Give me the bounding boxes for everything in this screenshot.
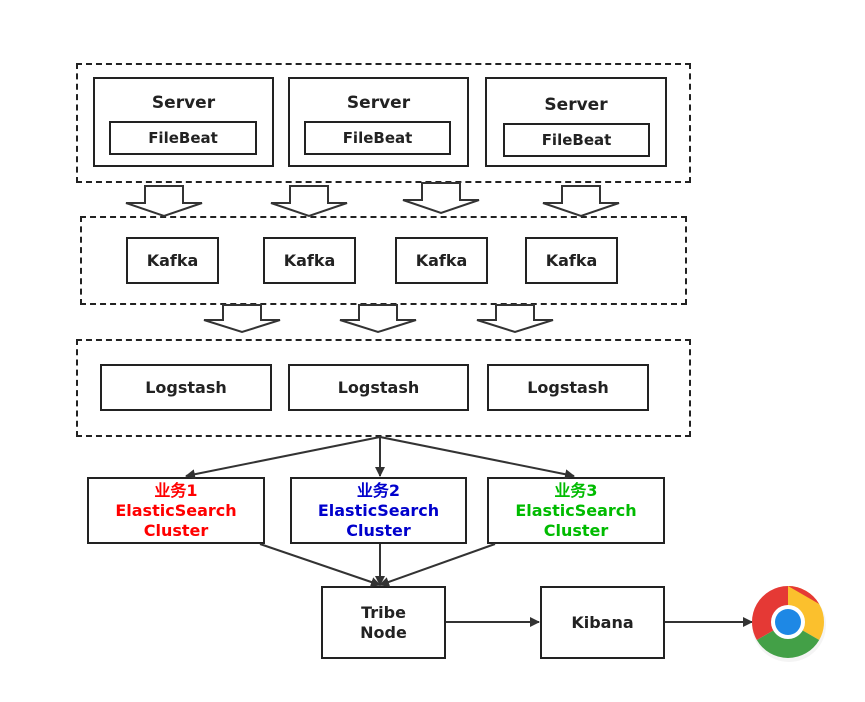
fanin-arrows — [259, 543, 496, 587]
kafka-node-1: Kafka — [126, 237, 219, 284]
kafka-node-3: Kafka — [395, 237, 488, 284]
es-cluster-2: 业务2 ElasticSearch Cluster — [290, 477, 467, 544]
block-arrow-down — [476, 304, 554, 334]
cluster-biz-label: 业务3 — [554, 480, 598, 500]
chrome-browser-icon — [751, 586, 826, 662]
server-node-3: Server FileBeat — [485, 77, 667, 167]
server-node-2: Server FileBeat — [288, 77, 469, 167]
fanout-arrows — [185, 436, 575, 480]
block-arrows-row-2 — [203, 304, 554, 334]
tribe-line-1: Tribe — [361, 602, 406, 622]
cluster-name: ElasticSearch — [115, 500, 237, 520]
es-cluster-1: 业务1 ElasticSearch Cluster — [87, 477, 265, 544]
es-cluster-3: 业务3 ElasticSearch Cluster — [487, 477, 665, 544]
block-arrow-down — [402, 182, 480, 215]
filebeat-box: FileBeat — [304, 121, 451, 155]
cluster-suffix: Cluster — [543, 520, 609, 540]
cluster-biz-label: 业务2 — [356, 480, 401, 500]
block-arrow-down — [339, 304, 417, 334]
block-arrow-down — [270, 185, 348, 218]
server-title: Server — [346, 93, 411, 113]
logstash-node-1: Logstash — [100, 364, 272, 411]
arrow-to-cluster-3 — [379, 436, 575, 480]
server-group — [76, 63, 691, 183]
arrow-to-cluster-1 — [185, 436, 381, 480]
server-node-1: Server FileBeat — [93, 77, 274, 167]
server-title: Server — [151, 93, 216, 113]
tribe-node: Tribe Node — [321, 586, 446, 659]
filebeat-box: FileBeat — [109, 121, 257, 155]
block-arrows-row-1 — [125, 182, 620, 218]
cluster-name: ElasticSearch — [515, 500, 637, 520]
filebeat-box: FileBeat — [503, 123, 650, 157]
arrow-from-cluster-3 — [379, 543, 496, 587]
cluster-suffix: Cluster — [143, 520, 209, 540]
logstash-node-2: Logstash — [288, 364, 469, 411]
cluster-biz-label: 业务1 — [154, 480, 198, 500]
kafka-node-2: Kafka — [263, 237, 356, 284]
logstash-node-3: Logstash — [487, 364, 649, 411]
kafka-node-4: Kafka — [525, 237, 618, 284]
cluster-suffix: Cluster — [346, 520, 411, 540]
arrow-from-cluster-1 — [259, 543, 381, 587]
block-arrow-down — [125, 185, 203, 218]
block-arrow-down — [542, 185, 620, 218]
cluster-name: ElasticSearch — [317, 500, 440, 520]
server-title: Server — [544, 95, 608, 115]
kibana-node: Kibana — [540, 586, 665, 659]
tribe-line-2: Node — [360, 622, 407, 642]
logstash-group — [76, 339, 691, 437]
block-arrow-down — [203, 304, 281, 334]
